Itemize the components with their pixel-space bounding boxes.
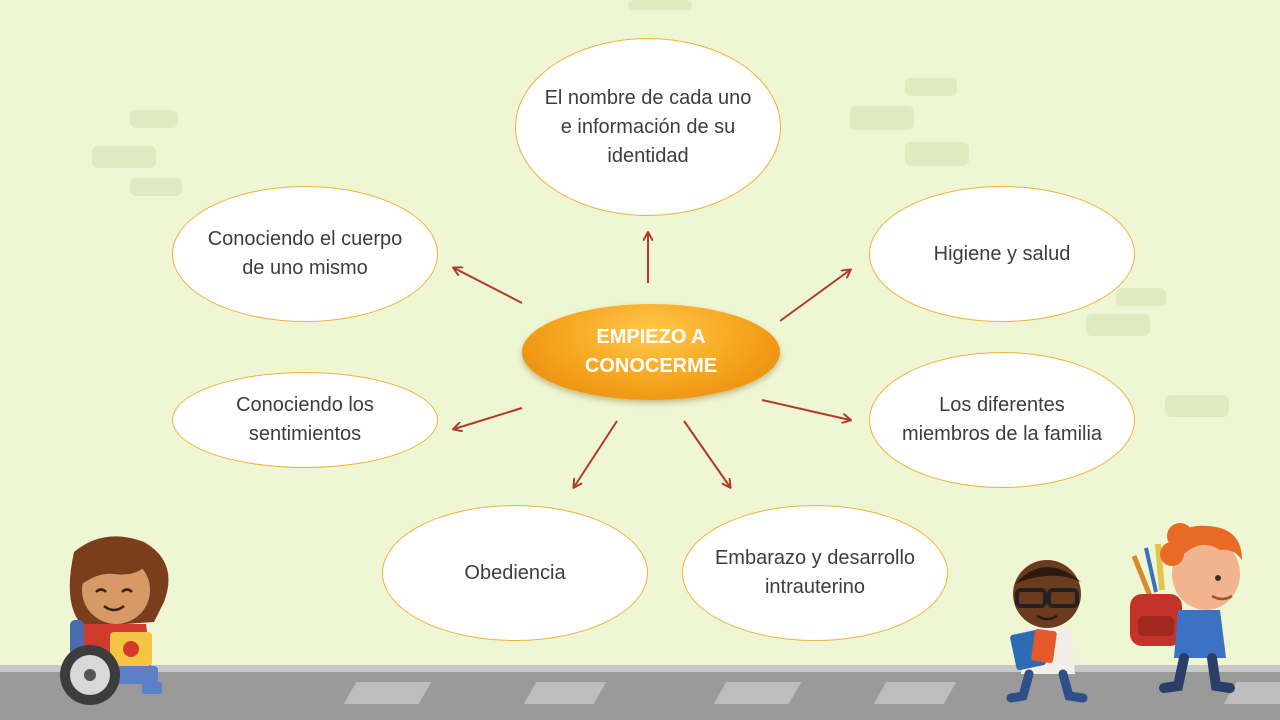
arrow-upper-right — [779, 270, 850, 322]
bg-brick — [1116, 288, 1166, 306]
node-mid-left: Conociendo los sentimientos — [172, 372, 438, 468]
bg-brick — [628, 0, 692, 10]
node-upper-left-label: Conociendo el cuerpo de uno mismo — [207, 228, 403, 279]
center-node: EMPIEZO A CONOCERME — [522, 304, 780, 400]
node-bottom-left: Obediencia — [382, 505, 648, 641]
node-upper-left: Conociendo el cuerpo de uno mismo — [172, 186, 438, 322]
center-node-label: EMPIEZO A CONOCERME — [584, 326, 718, 377]
bg-brick — [92, 146, 156, 168]
node-upper-right: Higiene y salud — [869, 186, 1135, 322]
arrow-bottom-right — [683, 420, 730, 487]
bg-brick — [1086, 314, 1150, 336]
bg-brick — [850, 106, 914, 130]
boy-with-books-icon — [1006, 560, 1088, 703]
bg-brick — [905, 78, 957, 96]
bg-brick — [1165, 395, 1229, 417]
node-mid-left-label: Conociendo los sentimientos — [236, 394, 374, 445]
arrow-mid-left — [454, 407, 523, 429]
node-top: El nombre de cada uno e información de s… — [515, 38, 781, 216]
arrow-upper-left — [454, 268, 523, 304]
arrow-mid-right — [761, 399, 850, 420]
bg-brick — [130, 110, 178, 128]
node-top-label: El nombre de cada uno e información de s… — [544, 86, 752, 167]
node-bottom-right: Embarazo y desarrollo intrauterino — [682, 505, 948, 641]
bg-brick — [905, 142, 969, 166]
ground-curb — [0, 665, 1280, 672]
boy-with-backpack-icon — [1130, 523, 1242, 693]
node-mid-right-label: Los diferentes miembros de la familia — [901, 394, 1103, 445]
bg-brick — [130, 178, 182, 196]
node-upper-right-label: Higiene y salud — [933, 242, 1071, 265]
node-mid-right: Los diferentes miembros de la familia — [869, 352, 1135, 488]
node-bottom-right-label: Embarazo y desarrollo intrauterino — [714, 547, 916, 598]
arrow-bottom-left — [574, 420, 618, 487]
girl-in-wheelchair-icon — [60, 536, 169, 705]
node-bottom-left-label: Obediencia — [464, 561, 566, 584]
